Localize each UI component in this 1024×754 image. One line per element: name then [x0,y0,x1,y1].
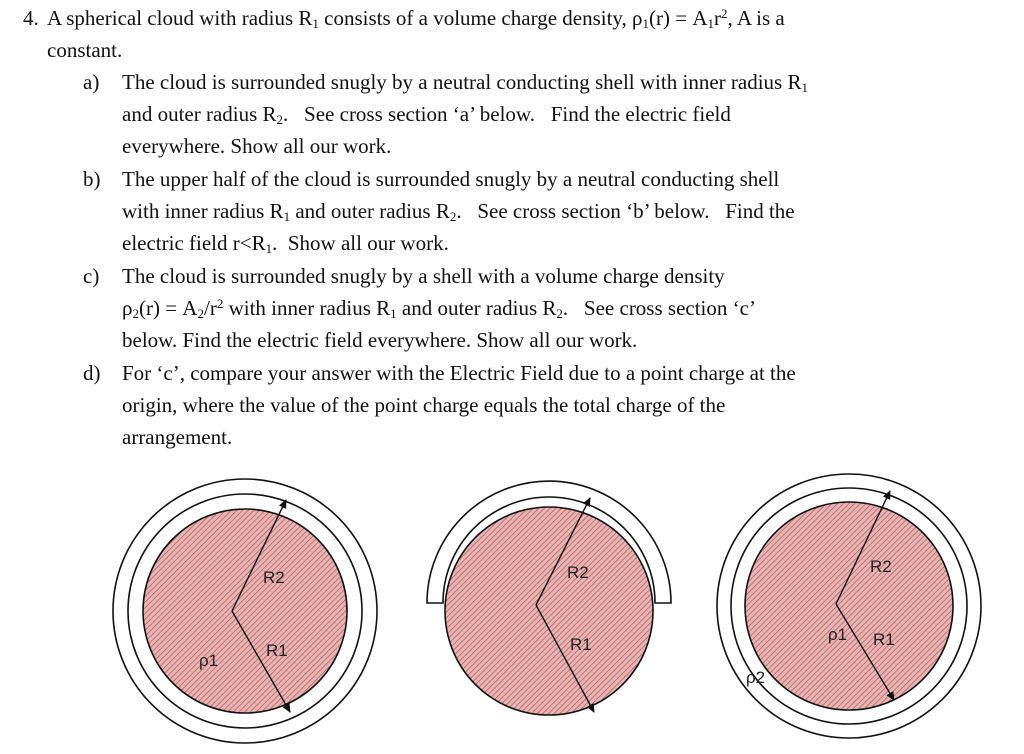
part-a-text: and outer radius R [122,102,277,126]
charged-cloud [444,506,654,716]
sub: 1 [283,209,291,224]
part-b-text: and outer radius R [290,199,450,223]
sub: 2 [132,306,139,321]
part-a-line2: and outer radius R2. See cross section ‘… [122,102,731,126]
radius-r2-arrow [835,490,891,605]
sup: 2 [216,296,224,311]
intro-text-d: r [714,6,722,30]
intro-text-c: (r) = A [649,6,708,30]
part-b-text: . Show all our work. [272,231,449,255]
radius-r1-arrow [231,610,291,713]
radius-r2-arrow [535,497,591,606]
part-d-letter: d) [83,361,101,385]
part-c-text: /r [203,296,217,320]
part-c-text: and outer radius R [396,296,557,320]
part-c-letter: c) [83,264,100,288]
sub: 2 [449,209,457,224]
part-a-line3: everywhere. Show all our work. [122,134,392,158]
label-r2: R2 [567,563,589,582]
part-c-line3: below. Find the electric field everywher… [122,328,638,352]
sub: 1 [707,16,715,31]
part-b-letter: b) [83,167,101,191]
part-d-line1: For ‘c’, compare your answer with the El… [122,361,796,385]
part-c-text: (r) = A [138,296,198,320]
label-r1: R1 [873,630,895,649]
part-c-text: with inner radius R [223,296,391,320]
sub: 1 [312,16,319,31]
figure-c: R2 R1 ρ1 ρ2 [716,473,982,739]
part-a-line1: The cloud is surrounded snugly by a neut… [122,70,808,94]
problem-intro-line2: constant. [47,38,123,62]
sub: 2 [276,112,284,127]
label-rho1: ρ1 [199,651,218,670]
sub: 2 [197,306,204,321]
part-b-line1: The upper half of the cloud is surrounde… [122,167,780,191]
part-d-line2: origin, where the value of the point cha… [122,393,726,417]
sup: 2 [721,6,728,21]
part-b-line3: electric field r<R1. Show all our work. [122,231,449,255]
part-b-text: with inner radius R [122,199,284,223]
label-r1: R1 [570,635,592,654]
charged-cloud [142,508,348,714]
intro-text-e: , A is a [727,6,785,30]
part-b-text: . See cross section ‘b’ below. Find the [456,199,795,223]
radius-r1-arrow [535,604,595,713]
radius-r2-arrow [231,499,287,612]
charged-cloud [744,501,954,711]
part-b-text: electric field r<R [122,231,266,255]
part-c-text: . See cross section ‘c’ [562,296,756,320]
figure-a: R2 R1 ρ1 [112,478,378,744]
part-c-text: ρ [122,296,133,320]
label-rho2: ρ2 [746,668,765,687]
sub: 1 [265,241,273,256]
label-r2: R2 [870,557,892,576]
sub: 1 [390,306,397,321]
label-r1: R1 [266,641,288,660]
label-r2: R2 [263,568,285,587]
part-c-line2: ρ2(r) = A2/r2 with inner radius R1 and o… [122,296,756,320]
label-rho1: ρ1 [828,625,847,644]
intro-text-b: consists of a volume charge density, ρ [318,6,643,30]
sub: 1 [801,80,808,95]
half-shell [426,480,672,604]
part-a-text: . See cross section ‘a’ below. Find the … [283,102,731,126]
intro-text-a: A spherical cloud with radius R [47,6,313,30]
part-d-line3: arrangement. [122,425,233,449]
sub: 2 [556,306,563,321]
problem-intro-line1: A spherical cloud with radius R1 consist… [47,6,785,30]
part-a-text: The cloud is surrounded snugly by a neut… [122,70,802,94]
problem-number: 4. [23,6,39,30]
radius-r1-arrow [835,603,895,701]
sub: 1 [642,16,650,31]
part-a-letter: a) [83,70,100,94]
part-c-line1: The cloud is surrounded snugly by a shel… [122,264,725,288]
figure-b: R2 R1 [426,480,672,716]
part-b-line2: with inner radius R1 and outer radius R2… [122,199,795,223]
